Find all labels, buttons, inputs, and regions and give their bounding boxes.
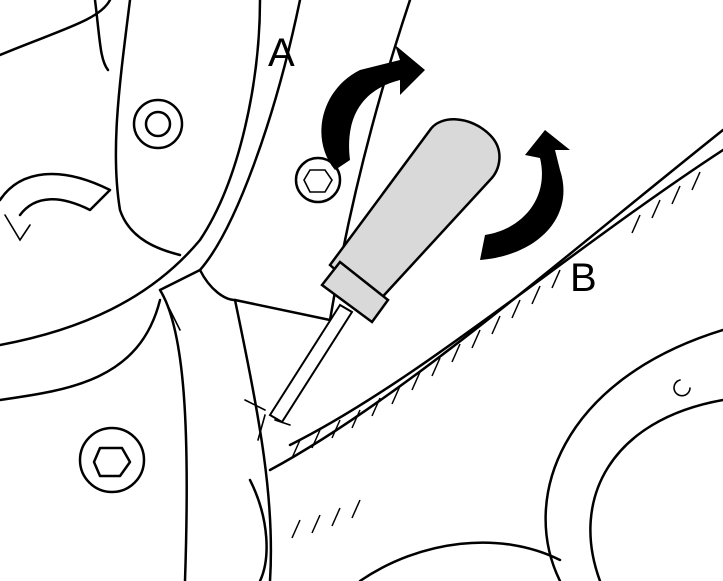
left-housing (0, 0, 262, 402)
rotation-arrow-b (480, 130, 570, 260)
rotation-arrow-a (321, 45, 425, 170)
component-b (248, 128, 723, 581)
screw-top-left (132, 98, 184, 150)
screw-bottom-left (78, 426, 146, 494)
screwdriver (244, 118, 501, 441)
label-a: A (268, 31, 295, 75)
screw-a (294, 156, 342, 204)
label-b: B (570, 256, 597, 300)
